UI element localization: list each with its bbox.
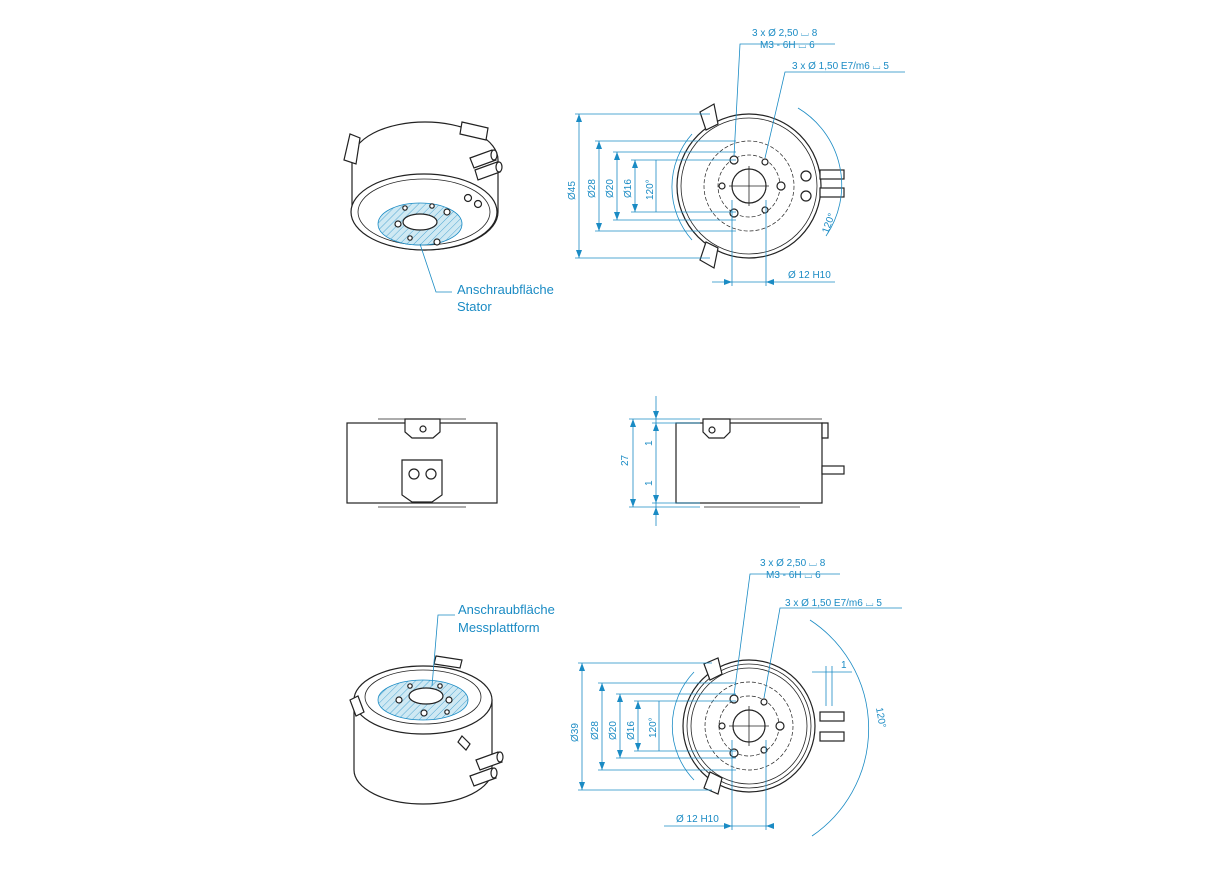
iso-view-platform: [349, 614, 504, 805]
platform-label-line2: Messplattform: [458, 620, 540, 635]
bottom-d28: Ø28: [590, 721, 601, 740]
bottom-holes-thread: 3 x Ø 2,50 ⌴ 8: [760, 558, 826, 569]
bottom-angle-a: 120°: [648, 717, 659, 738]
bottom-view: [578, 573, 902, 837]
bottom-d20: Ø20: [608, 721, 619, 740]
top-angle-a: 120°: [645, 179, 656, 200]
bottom-d39: Ø39: [570, 723, 581, 742]
bottom-bore: Ø 12 H10: [676, 814, 719, 825]
side-view-right: [629, 396, 845, 526]
side-top-offset: 1: [644, 440, 655, 446]
bottom-d16: Ø16: [626, 721, 637, 740]
top-pin-holes: 3 x Ø 1,50 E7/m6 ⌴ 5: [792, 61, 889, 72]
top-d45: Ø45: [567, 181, 578, 200]
side-height: 27: [620, 454, 631, 466]
center-bore: [402, 213, 438, 231]
platform-label-line1: Anschraubfläche: [458, 602, 555, 617]
top-angle-b: 120°: [820, 212, 837, 235]
top-bore: Ø 12 H10: [788, 270, 831, 281]
iso-view-stator: [343, 121, 503, 293]
top-d20: Ø20: [605, 179, 616, 198]
top-thread: M3 - 6H ⌴ 6: [760, 40, 815, 51]
bottom-offset: 1: [841, 660, 847, 671]
bottom-angle-b: 120°: [873, 707, 887, 729]
top-d16: Ø16: [623, 179, 634, 198]
top-view: [575, 43, 905, 286]
top-d28: Ø28: [587, 179, 598, 198]
bottom-thread: M3 - 6H ⌴ 6: [766, 570, 821, 581]
side-bottom-offset: 1: [644, 480, 655, 486]
center-bore-2: [408, 687, 444, 705]
bottom-pin-holes: 3 x Ø 1,50 E7/m6 ⌴ 5: [785, 598, 882, 609]
side-view-left: [346, 418, 498, 508]
stator-label-line1: Anschraubfläche: [457, 282, 554, 297]
stator-label-line2: Stator: [457, 299, 492, 314]
top-holes-thread: 3 x Ø 2,50 ⌴ 8: [752, 28, 818, 39]
